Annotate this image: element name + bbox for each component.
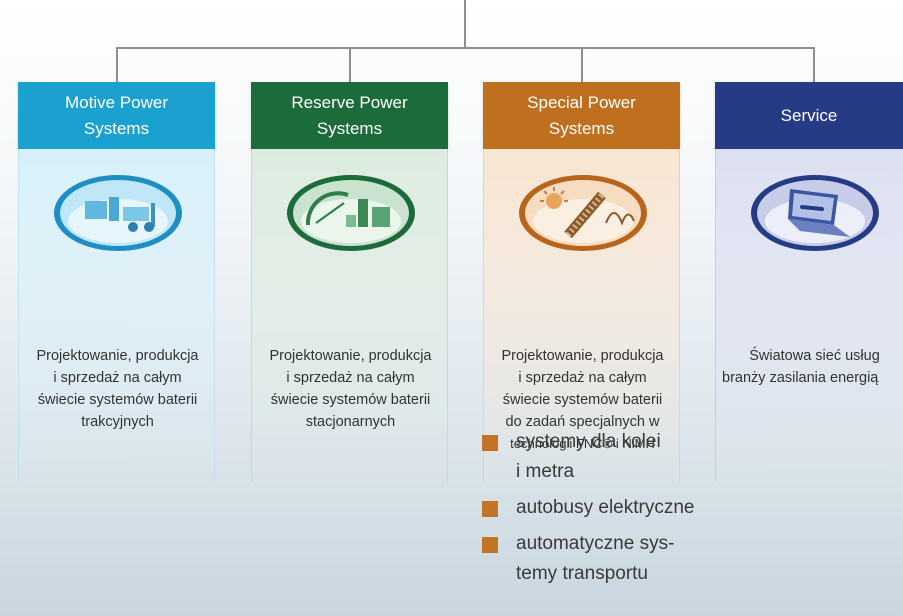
bullet-square-icon: [482, 501, 498, 517]
motive-power-title-line2: Systems: [83, 118, 150, 138]
motive-power-description: Projektowanie, produkcja i sprzedaż na c…: [19, 345, 216, 433]
reserve-power-body: Projektowanie, produkcja i sprzedaż na c…: [251, 149, 448, 482]
reserve-power-description: Projektowanie, produkcja i sprzedaż na c…: [252, 345, 449, 433]
service-header: Service: [715, 82, 903, 149]
service-card: Service Światowa sieć usług branży zasil…: [715, 82, 903, 482]
desc-line: branży zasilania energią: [722, 370, 879, 386]
power-plant-icon: [287, 175, 415, 251]
laptop-wrench-icon: [751, 175, 879, 251]
horizontal-connector: [116, 47, 814, 49]
list-item-text: systemy dla kolei: [516, 431, 661, 452]
service-description: Światowa sieć usług branży zasilania ene…: [716, 345, 903, 389]
desc-line: technologii FNC® i NiMH: [510, 436, 655, 451]
trunk-line: [464, 0, 466, 48]
reserve-power-title-line2: Systems: [316, 118, 383, 138]
special-power-title-line1: Special Power: [527, 92, 636, 112]
motive-power-title-line1: Motive Power: [65, 92, 168, 112]
special-power-description: Projektowanie, produkcja i sprzedaż na c…: [484, 345, 681, 455]
desc-line: świecie systemów baterii: [37, 392, 198, 408]
list-item-text: autobusy elektryczne: [516, 497, 695, 518]
desc-line: stacjonarnych: [305, 414, 396, 430]
bullet-square-icon: [482, 435, 498, 451]
service-title: Service: [780, 105, 838, 125]
forklift-warehouse-icon: [54, 175, 182, 251]
desc-line: świecie systemów baterii: [270, 392, 431, 408]
desc-line: Projektowanie, produkcja: [36, 348, 199, 364]
service-body: Światowa sieć usług branży zasilania ene…: [715, 149, 903, 482]
special-power-title-line2: Systems: [548, 118, 615, 138]
branch-line-2: [349, 47, 351, 82]
motive-power-body: Projektowanie, produkcja i sprzedaż na c…: [18, 149, 215, 482]
branch-line-3: [581, 47, 583, 82]
special-power-body: Projektowanie, produkcja i sprzedaż na c…: [483, 149, 680, 482]
branch-line-1: [116, 47, 118, 82]
list-item-text: automatyczne sys-: [516, 533, 675, 554]
desc-line: i sprzedaż na całym: [518, 370, 647, 386]
list-item-text: i metra: [516, 461, 575, 482]
desc-line: i sprzedaż na całym: [286, 370, 415, 386]
desc-line: Projektowanie, produkcja: [269, 348, 432, 364]
branch-line-4: [813, 47, 815, 82]
solar-railway-icon: [519, 175, 647, 251]
desc-line: trakcyjnych: [81, 414, 154, 430]
list-item-text: temy transportu: [516, 563, 648, 584]
desc-line: Projektowanie, produkcja: [501, 348, 664, 364]
reserve-power-title-line1: Reserve Power: [291, 92, 408, 112]
list-item: systemy dla kolei: [482, 427, 695, 457]
desc-line: świecie systemów baterii: [502, 392, 663, 408]
desc-line: do zadań specjalnych w: [505, 414, 660, 430]
desc-line: i sprzedaż na całym: [53, 370, 182, 386]
special-power-applications-list: systemy dla kolei i metra autobusy elekt…: [482, 427, 695, 589]
list-item: automatyczne sys-: [482, 529, 695, 559]
bullet-square-icon: [482, 537, 498, 553]
list-item-continuation: i metra: [482, 457, 695, 487]
list-item-continuation: temy transportu: [482, 559, 695, 589]
desc-line: Światowa sieć usług: [749, 348, 880, 364]
list-item: autobusy elektryczne: [482, 493, 695, 523]
